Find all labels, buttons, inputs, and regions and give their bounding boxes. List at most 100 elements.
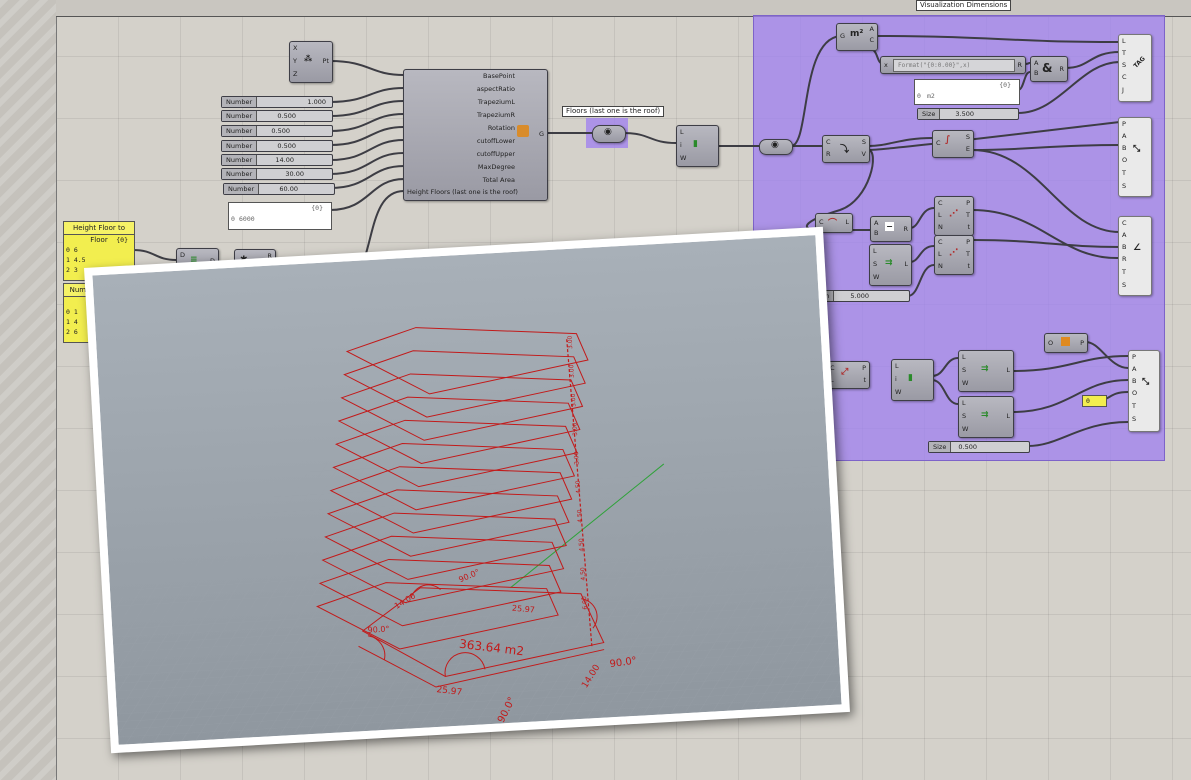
input-c[interactable]: C [1122,219,1127,227]
input-d[interactable]: D [180,251,186,259]
input-x[interactable]: x [884,61,888,69]
floor-generator-component[interactable]: BasePoint aspectRatio TrapeziumL Trapezi… [403,69,548,201]
value-panel-6000[interactable]: {0} 0 6000 [228,202,332,230]
input-o[interactable]: O [1132,389,1138,397]
input-rotation[interactable]: Rotation [487,124,515,132]
pt-output[interactable]: Pt [322,57,329,65]
input-a[interactable]: A [1122,231,1127,239]
input-w[interactable]: W [680,154,687,162]
sub-curve-component[interactable]: C ∫ S E [932,130,974,158]
input-s[interactable]: S [1132,415,1137,423]
input-height-floors[interactable]: Height Floors (last one is the roof) [407,188,518,196]
input-p[interactable]: P [1122,120,1126,128]
output-c[interactable]: C [869,36,874,44]
input-t[interactable]: T [1122,169,1126,177]
input-trapeziumr[interactable]: TrapeziumR [477,111,515,119]
input-b[interactable]: B [874,229,879,237]
output-r[interactable]: R [1017,61,1022,69]
output-g[interactable]: G [538,130,544,138]
aligned-dimension-component-1[interactable]: P A B O T S ⤡ [1118,117,1152,197]
output-s[interactable]: S [965,133,970,141]
input-i[interactable]: i [680,141,682,149]
orient-component[interactable]: O P [1044,333,1088,353]
input-s[interactable]: S [1122,61,1127,69]
input-aspectratio[interactable]: aspectRatio [476,85,515,93]
output-r[interactable]: R [1059,65,1064,73]
output-s[interactable]: S [861,138,866,146]
input-cutofflower[interactable]: cutoffLower [476,137,515,145]
input-b[interactable]: B [1034,69,1039,77]
input-t[interactable]: T [1122,49,1126,57]
concatenate-component[interactable]: A B & R [1030,56,1068,82]
input-l[interactable]: L [680,128,684,136]
input-trapeziuml[interactable]: TrapeziumL [477,98,515,106]
input-a[interactable]: A [874,219,879,227]
output-e[interactable]: E [965,145,970,153]
input-t[interactable]: T [1132,402,1136,410]
input-c[interactable]: C [1122,73,1127,81]
input-t[interactable]: T [1122,268,1126,276]
input-s[interactable]: S [1122,281,1127,289]
pt-input-y[interactable]: Y [293,57,297,65]
input-r[interactable]: R [1122,255,1127,263]
input-l[interactable]: L [1122,37,1126,45]
input-a[interactable]: A [1122,132,1127,140]
output-a[interactable]: A [869,25,874,33]
input-maxdegree[interactable]: MaxDegree [477,163,515,171]
subtract-component[interactable]: A B − R [870,216,912,242]
list-item-component-mid[interactable]: L i W ▮ [676,125,719,167]
input-b[interactable]: B [1122,243,1127,251]
input-p[interactable]: P [1132,353,1136,361]
output-r[interactable]: R [267,252,272,260]
input-j[interactable]: J [1122,86,1124,94]
format-expression-component[interactable]: x Format("{0:0.00}",x) R [880,56,1026,74]
curve-component[interactable]: C R ⤵ S V [822,135,870,163]
pt-input-z[interactable]: Z [293,70,298,78]
construct-point-component[interactable]: X Y Z ⁂ Pt [289,41,333,83]
input-c[interactable]: C [936,139,941,147]
input-basepoint[interactable]: BasePoint [483,72,515,80]
input-a[interactable]: A [1132,365,1137,373]
floors-relay[interactable]: ◉ [592,125,626,143]
relay-node[interactable]: ◉ [759,139,793,155]
input-c[interactable]: C [826,138,831,146]
input-b[interactable]: B [1132,377,1137,385]
input-b[interactable]: B [1122,144,1127,152]
unit-panel-m2[interactable]: {0} 0 m2 [914,79,1020,105]
input-r[interactable]: R [826,150,831,158]
input-cutoffupper[interactable]: cutoffUpper [476,150,515,158]
area-component[interactable]: G m² A C [836,23,878,51]
angular-dimension-component[interactable]: C A B R T S ∠ [1118,216,1152,296]
input-s[interactable]: S [1122,182,1127,190]
output-v[interactable]: V [861,150,866,158]
yellow-value-toggle[interactable]: 0 [1082,395,1107,407]
output-l[interactable]: L [845,218,849,226]
expression-field[interactable]: Format("{0:0.00}",x) [893,59,1015,72]
input-totalarea[interactable]: Total Area [482,176,515,184]
aligned-dimension-component-2[interactable]: P A B O T S ⤡ [1128,350,1160,432]
input-c[interactable]: C [819,218,824,226]
offset-component[interactable]: C ⌒ L [815,213,853,233]
input-a[interactable]: A [1034,59,1039,67]
output-r[interactable]: R [903,225,908,233]
pt-input-x[interactable]: X [293,44,298,52]
input-g[interactable]: G [840,32,846,40]
text-tag-component[interactable]: L T S C J TAG [1118,34,1152,102]
input-o[interactable]: O [1122,156,1128,164]
